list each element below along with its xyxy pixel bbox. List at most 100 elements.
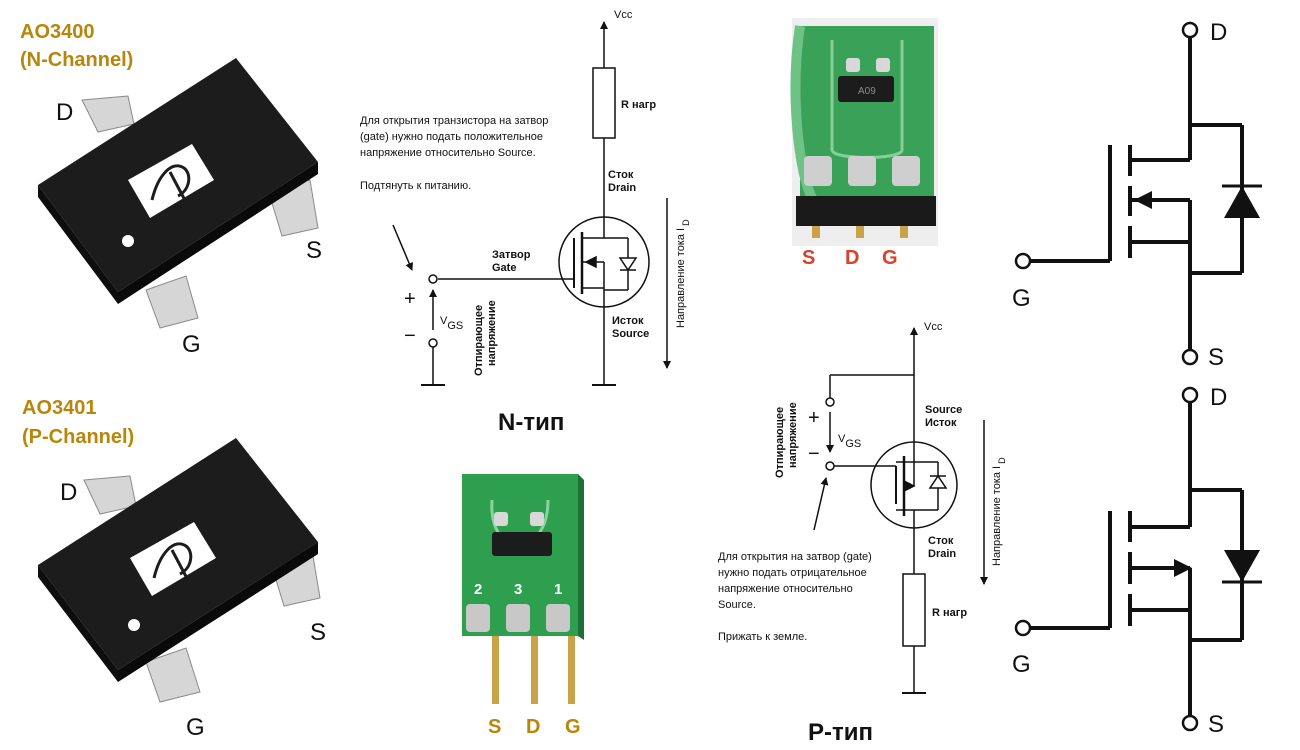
n-note-3: напряжение относительно Source.: [360, 147, 536, 159]
p-package-body-front: [118, 542, 318, 682]
p-current-sub: D: [997, 457, 1007, 464]
n-source-en: Source: [612, 328, 649, 340]
pcb-num-1: 1: [554, 581, 562, 598]
pcb-bottom-chip: [492, 532, 552, 556]
p-pin1-dot: [128, 619, 140, 631]
pcb-bottom-s: S: [488, 716, 501, 738]
n-sym-arrow: [1134, 191, 1152, 209]
p-package-title-2: (P-Channel): [22, 426, 134, 448]
n-package-body-side: [38, 185, 118, 304]
pcb-bottom-pad-a: [494, 512, 508, 526]
p-channel-package: AO3401 (P-Channel) D S G: [22, 397, 326, 741]
n-current-text: Направление тока I: [675, 228, 687, 328]
n-drain-en: Drain: [608, 182, 636, 194]
p-current-label: Направление тока I D: [991, 457, 1007, 566]
pcb-board-top: A09 S D G: [790, 18, 938, 269]
n-sym-diode: [1224, 186, 1260, 218]
p-sym-g-terminal: [1014, 619, 1032, 637]
n-gate-ru: Затвор: [492, 249, 531, 261]
pcb-top-d: D: [845, 247, 859, 269]
p-diode-triangle: [928, 474, 948, 489]
p-unlock-2: напряжение: [787, 402, 799, 468]
p-logo-mark: [152, 542, 193, 585]
n-logo-plate: [128, 144, 214, 218]
p-mosfet-symbol: [1014, 386, 1262, 732]
p-vgs-sub: GS: [845, 438, 861, 450]
pcb-num-2: 2: [474, 581, 482, 598]
p-note-3: напряжение относительно: [718, 583, 853, 595]
p-note-2: нужно подать отрицательное: [718, 567, 867, 579]
pcb-bottom-lead-1: [492, 636, 499, 704]
n-note-4: Подтянуть к питанию.: [360, 180, 471, 192]
p-label-d: D: [60, 479, 77, 506]
pcb-top-g: G: [882, 247, 898, 269]
p-vgs-v: V: [838, 433, 846, 445]
n-pin-d-lead: [81, 95, 135, 133]
p-type-labels: Vcc Source Исток Сток Drain R нагр Напра…: [718, 321, 1007, 746]
pcb-top-chip-mark: A09: [858, 86, 876, 97]
p-pointer-arrow: [813, 477, 829, 531]
pcb-bottom-g: G: [565, 716, 581, 738]
pcb-top-lead-2: [856, 226, 864, 238]
n-label-s: S: [306, 237, 322, 264]
pcb-top-lead-1: [812, 226, 820, 238]
pcb-top-pin-pad-1: [804, 156, 832, 186]
n-sym-d-label: D: [1210, 19, 1227, 46]
p-package-body-side: [38, 565, 118, 682]
p-note-4: Source.: [718, 599, 756, 611]
n-sym-d-terminal: [1181, 21, 1199, 39]
p-sym-arrow: [1174, 559, 1192, 577]
n-channel-package: AO3400 (N-Channel) D S G: [20, 21, 322, 358]
pcb-top-lead-3: [900, 226, 908, 238]
n-vgs-sub: GS: [447, 320, 463, 332]
p-body-arrow: [903, 479, 916, 493]
p-label-g: G: [186, 714, 205, 741]
p-note-1: Для открытия на затвор (gate): [718, 551, 872, 563]
pcb-board-bottom: 2 3 1 S D G: [462, 474, 584, 738]
pcb-top-pad-b: [876, 58, 890, 72]
n-type-labels: Vcc R нагр Для открытия транзистора на з…: [360, 9, 691, 436]
n-type-circuit: [392, 21, 671, 386]
p-drain-ru: Сток: [928, 535, 954, 547]
n-resistor: [592, 67, 616, 139]
n-sym-g-terminal: [1014, 252, 1032, 270]
n-pin1-dot: [122, 235, 134, 247]
n-note-2: (gate) нужно подать положительное: [360, 131, 543, 143]
p-logo-plate: [130, 522, 216, 596]
n-source-ru: Исток: [612, 315, 644, 327]
p-note-5: Прижать к земле.: [718, 631, 807, 643]
n-unlock-1: Отпирающее: [473, 305, 485, 376]
p-pin-g-lead: [145, 647, 201, 703]
pcb-top-chip: [838, 76, 894, 102]
p-sym-diode: [1224, 550, 1260, 582]
p-source-en: Source: [925, 404, 962, 416]
p-package-title-1: AO3401: [22, 397, 97, 419]
p-plus-terminal: [825, 397, 835, 407]
p-sym-d-label: D: [1210, 384, 1227, 411]
n-label-d: D: [56, 99, 73, 126]
n-resistor-label: R нагр: [621, 99, 656, 111]
n-package-title-1: AO3400: [20, 21, 95, 43]
n-pointer-arrow: [392, 224, 413, 271]
n-current-label: Направление тока I D: [675, 219, 691, 328]
n-vgs: VGS: [440, 315, 463, 332]
pcb-top-pad-a: [846, 58, 860, 72]
p-current-text: Направление тока I: [991, 466, 1003, 566]
n-gnd-terminal: [428, 338, 438, 348]
n-current-sub: D: [681, 219, 691, 226]
pcb-top-pin-pad-3: [892, 156, 920, 186]
p-vgs: VGS: [838, 433, 861, 450]
n-diode-triangle: [618, 257, 638, 272]
pcb-bottom-pin-pad-2: [506, 604, 530, 632]
n-gate-en: Gate: [492, 262, 516, 274]
p-sym-s-label: S: [1208, 711, 1224, 738]
p-resistor: [902, 573, 926, 647]
p-minus: −: [808, 443, 820, 465]
n-package-body-front: [118, 162, 318, 304]
p-resistor-label: R нагр: [932, 607, 967, 619]
pcb-bottom-pad-b: [530, 512, 544, 526]
p-sym-g-label: G: [1012, 651, 1031, 678]
p-type-label: P-тип: [808, 719, 873, 746]
n-label-g: G: [182, 331, 201, 358]
p-sym-s-terminal: [1181, 714, 1199, 732]
